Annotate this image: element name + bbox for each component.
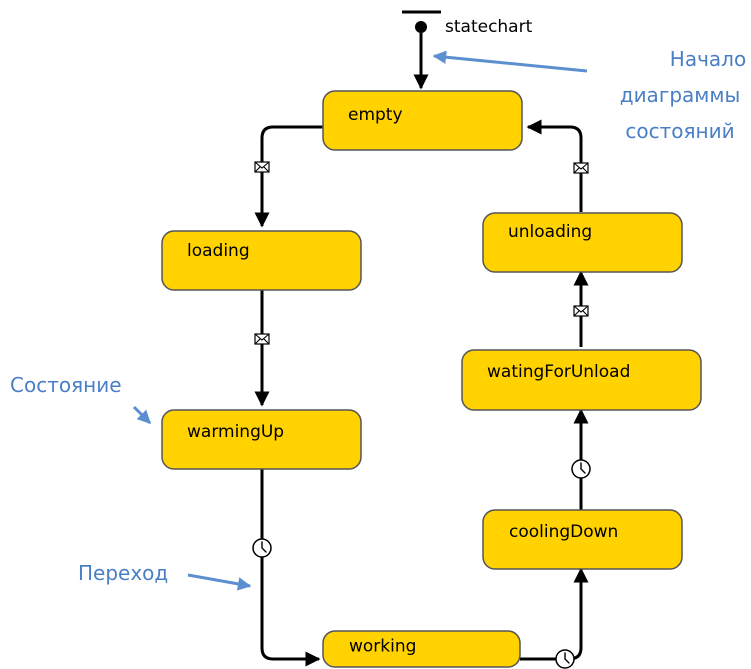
state-watingforunload[interactable]: watingForUnload [461,349,702,411]
statechart-label: statechart [445,17,533,37]
statechart-entry: statechart [402,10,533,90]
annotation-transition-arrow [187,573,252,591]
state-box [322,90,523,151]
clock-icon [252,538,272,558]
state-box [482,212,683,273]
state-working[interactable]: working [322,630,521,668]
state-label: watingForUnload [487,362,630,382]
clock-icon [555,649,575,669]
annotation-start-arrow [432,50,588,73]
state-coolingdown[interactable]: coolingDown [482,509,683,570]
annotation-start-line-1: Начало [670,47,746,71]
state-empty[interactable]: empty [322,90,523,151]
transition-warmingup-working [260,469,321,667]
envelope-icon [254,161,270,173]
states: empty loading warmingUp working coolingD… [161,90,702,668]
state-label: empty [348,105,403,125]
annotation-state-arrow [132,405,152,425]
annotation-state: Состояние [10,373,122,397]
state-label: working [349,636,416,656]
state-label: loading [187,241,250,261]
envelope-icon [254,333,270,345]
transition-empty-loading [254,125,323,228]
state-label: unloading [508,222,592,242]
envelope-icon [573,162,589,174]
state-unloading[interactable]: unloading [482,212,683,273]
trigger-icons [252,161,591,669]
envelope-icon [573,305,589,317]
transition-working-coolingdown [520,567,589,661]
entry-dot [415,21,427,33]
clock-icon [571,459,591,479]
state-label: coolingDown [509,522,618,542]
state-warmingup[interactable]: warmingUp [161,409,362,470]
annotations: Начало диаграммы состояний Состояние Пер… [10,47,746,591]
annotation-start-line-2: диаграммы [620,83,741,107]
state-box [482,509,683,570]
state-box [461,349,702,411]
state-box [161,230,362,291]
state-box [161,409,362,470]
transition-unloading-empty [526,119,583,212]
annotation-transition: Переход [78,561,168,585]
state-loading[interactable]: loading [161,230,362,291]
state-label: warmingUp [187,422,284,442]
annotation-start-line-3: состояний [625,119,734,143]
state-box [322,630,521,668]
